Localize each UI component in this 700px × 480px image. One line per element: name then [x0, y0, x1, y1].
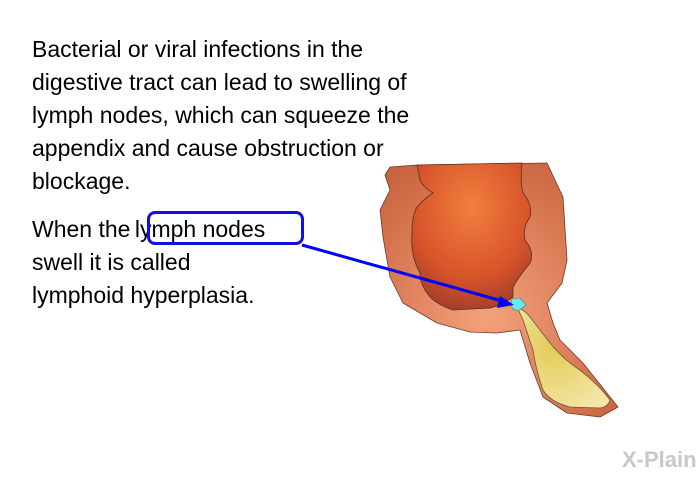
arrowhead-icon	[497, 296, 514, 308]
intro-line: blockage.	[32, 168, 131, 194]
intro-line: appendix and cause obstruction or	[32, 135, 384, 161]
intro-line: Bacterial or viral infections in the	[32, 36, 364, 62]
lymph-node	[510, 297, 527, 312]
highlighted-term: lymph nodes	[134, 216, 266, 242]
definition-line: lymphoid hyperplasia.	[32, 282, 255, 308]
xplain-logo: X-Plain	[622, 447, 697, 472]
definition-line: swell it is called	[32, 249, 191, 275]
pointer-arrow	[301, 243, 503, 303]
intro-line: lymph nodes, which can squeeze the	[32, 102, 410, 128]
definition-line: When the lymph nodes	[32, 213, 265, 246]
definition-prefix: When the	[32, 216, 137, 242]
appendix	[516, 306, 611, 409]
highlight-box	[147, 211, 304, 245]
intro-line: digestive tract can lead to swelling of	[32, 69, 407, 95]
cecum	[411, 162, 533, 311]
